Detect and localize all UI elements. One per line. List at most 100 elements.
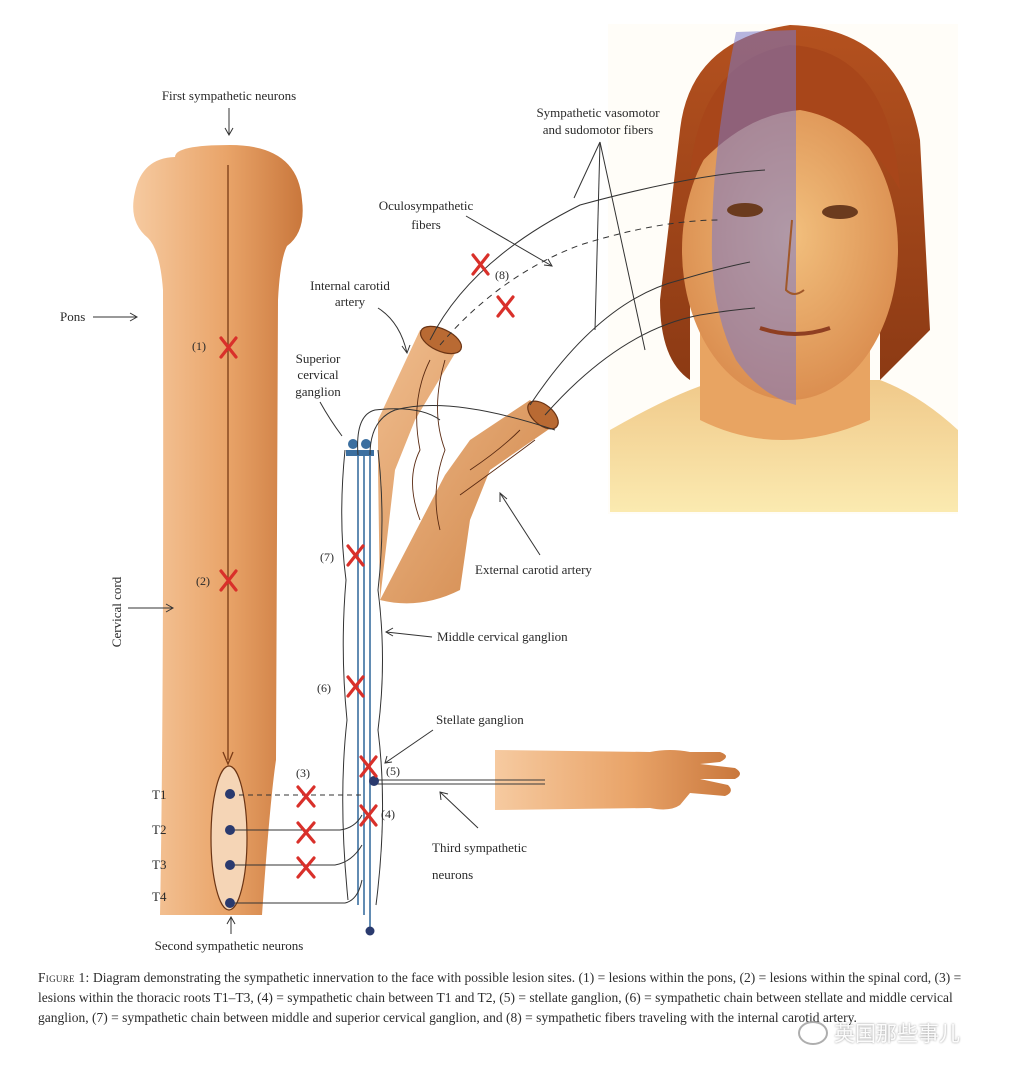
lesion-3a-x [296,785,316,808]
external-carotid-arrow [499,492,541,556]
middle-ganglion-arrow [385,631,433,638]
pons-arrowhead [129,312,139,322]
lesion-marks [219,253,515,879]
stellate-arrowhead [384,755,393,764]
vasomotor-fiber-middle [529,261,751,406]
pons-label: Pons [60,309,85,324]
chain-right-wall [375,449,384,906]
lesion-5-label: (5) [386,764,400,778]
lesion-8b-x [496,295,515,318]
internal-carotid-label-2: artery [335,294,366,309]
lesion-5-x [359,755,378,778]
vasomotor-arrow-2 [594,141,601,331]
watermark: 英国那些事儿 [798,1018,960,1048]
pointer-arrows [93,108,646,934]
third-neurons-arrowhead [439,791,449,801]
nose [784,219,805,295]
intermediolateral-column [210,765,248,911]
lesion-8a-x [471,253,490,276]
common-carotid [378,330,555,604]
superior-ganglion-label-2: cervical [297,367,339,382]
arm [495,750,740,810]
figure-caption-text: Diagram demonstrating the sympathetic in… [38,970,962,1025]
figure-label: Figure 1: [38,970,90,985]
lesion-7-label: (7) [320,550,334,564]
vasomotor-arrow-1 [573,141,601,199]
face-illustration [608,24,958,514]
lesion-8-label: (8) [495,268,509,282]
root-t4-fiber [230,879,363,904]
root-t3-neuron [225,860,235,870]
oculo-label-1: Oculosympathetic [379,198,474,213]
root-t4-label: T4 [152,889,167,904]
superior-ganglion-label-1: Superior [296,351,341,366]
internal-carotid-arrowhead [401,344,411,355]
artery-plexus-4 [459,439,536,496]
oculo-arrow [465,215,553,267]
ascending-fibers [357,408,441,456]
root-t3-label: T3 [152,857,166,872]
first-neuron-arrowhead [222,751,234,766]
internal-carotid-arrow [377,307,408,354]
third-neurons-arrow [439,791,479,829]
cervical-cord-arrowhead [165,603,175,613]
figure-caption: Figure 1: Diagram demonstrating the symp… [38,968,986,1028]
lesion-3-label: (3) [296,766,310,780]
second-neurons-label: Second sympathetic neurons [155,938,304,953]
left-eye [727,203,763,217]
wechat-icon [798,1021,828,1045]
lesion-1-label: (1) [192,339,206,353]
middle-ganglion-arrowhead [384,627,394,637]
superior-ganglion-label-3: ganglion [295,384,341,399]
root-t2-label: T2 [152,822,166,837]
internal-carotid-opening [419,325,463,355]
stellate-arrow [384,729,434,764]
root-t2-neuron [225,825,235,835]
artery-plexus-3 [469,429,521,471]
superior-ganglion-neuron-1 [348,439,358,449]
vasomotor-label-2: and sudomotor fibers [543,122,653,137]
artery-plexus-2 [435,359,446,531]
lesion-6-label: (6) [317,681,331,695]
external-carotid-label: External carotid artery [475,562,592,577]
external-carotid-arrowhead [499,491,508,502]
mouth [759,326,831,336]
lesion-7-x [346,544,365,567]
root-t2-fiber [230,814,363,831]
vasomotor-fiber-upper [429,169,766,341]
internal-carotid-label-1: Internal carotid [310,278,390,293]
cervical-cord-label: Cervical cord [109,576,124,647]
chain-left-wall [341,449,349,901]
second-neurons-arrowhead [226,915,236,925]
vasomotor-arrow-3 [599,141,646,351]
first-neurons-label: First sympathetic neurons [162,88,296,103]
face-overlay-left [711,30,796,405]
lesion-6-x [346,675,365,698]
superior-ganglion-neuron-2 [361,439,371,449]
third-neurons-label-2: neurons [432,867,473,882]
root-t1-label: T1 [152,787,166,802]
lesion-1-x [219,336,238,359]
lesion-4-label: (4) [381,807,395,821]
root-t3-fiber [230,844,363,866]
sympathetic-innervation-diagram: First sympathetic neurons Pons Cervical … [60,24,958,953]
chest [610,380,958,512]
superior-ganglion-bar [346,450,374,456]
stellate-ganglion-neuron [369,776,379,786]
stellate-ganglion-label: Stellate ganglion [436,712,524,727]
spinal-cord [133,145,303,915]
oculo-arrowhead [543,258,553,267]
artery-plexus-1 [412,359,431,521]
oculo-label-2: fibers [411,217,441,232]
watermark-text: 英国那些事儿 [834,1022,960,1046]
root-t4-neuron [225,898,235,908]
first-neurons-arrowhead [224,127,234,137]
sympathetic-chain [341,408,441,936]
carotid-artery [378,325,559,604]
vasomotor-label-1: Sympathetic vasomotor [536,105,660,120]
superior-ganglion-arrow [319,401,343,437]
lesion-2-x [219,569,238,592]
third-neurons-label-1: Third sympathetic [432,840,527,855]
chain-to-carotid-fiber [369,405,556,456]
chain-terminal-neuron [365,926,375,936]
